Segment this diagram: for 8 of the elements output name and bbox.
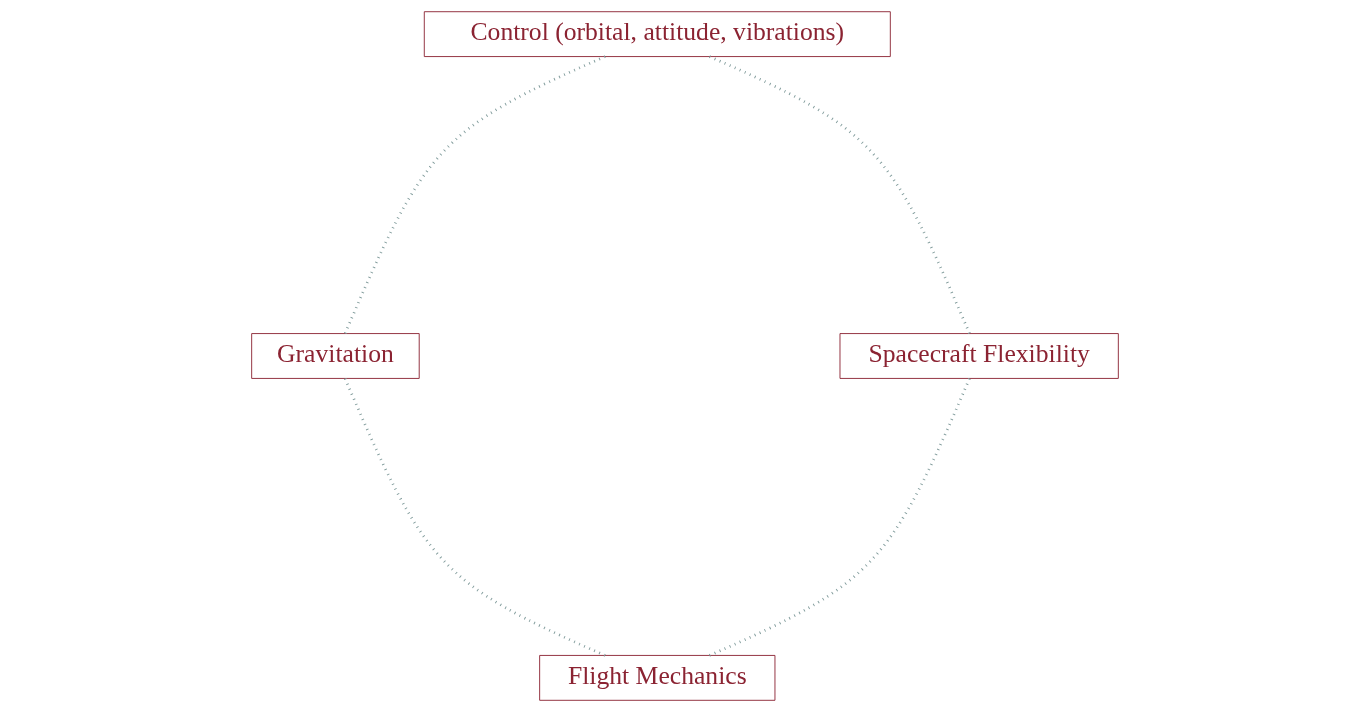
connector (343, 377, 606, 657)
connector (708, 55, 971, 335)
connector (708, 378, 971, 657)
node-box: Spacecraft Flexibility (839, 333, 1119, 379)
node-box: Flight Mechanics (539, 654, 776, 701)
node-box: Control (orbital, attitude, vibrations) (423, 11, 891, 58)
connector (343, 55, 606, 334)
node-box: Gravitation (251, 333, 420, 379)
